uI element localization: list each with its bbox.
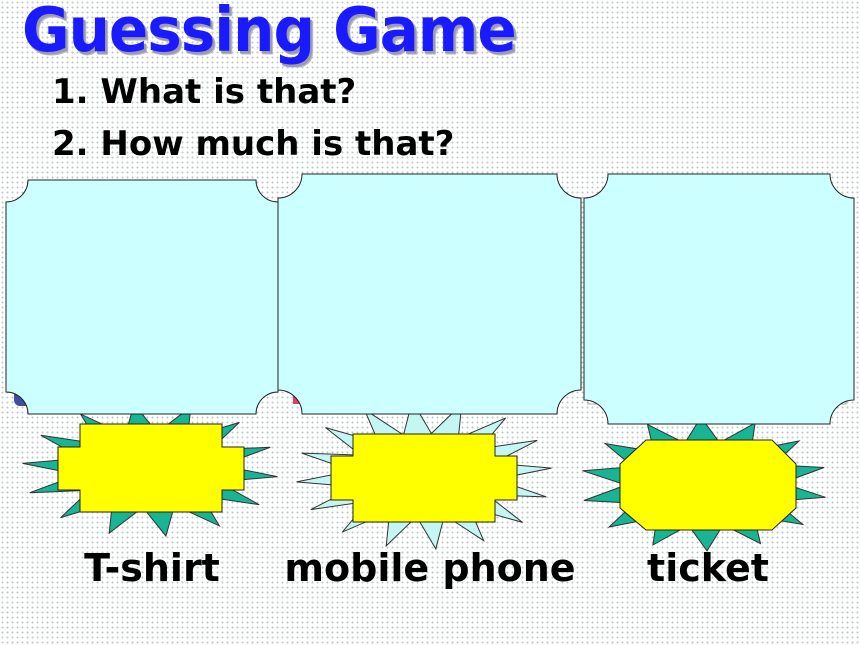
name-plaque-mobile-phone[interactable]: [330, 433, 518, 523]
cover-panel-2[interactable]: [277, 173, 582, 415]
item-label-ticket: ticket: [647, 546, 769, 590]
question-1: 1. What is that?: [52, 72, 357, 112]
page-title: Guessing Game: [22, 0, 517, 67]
cover-panel-1[interactable]: [5, 179, 279, 415]
item-label-mobile-phone: mobile phone: [284, 546, 576, 590]
name-plaque-ticket[interactable]: [619, 439, 797, 531]
name-plaque-tshirt[interactable]: [57, 423, 245, 513]
cover-panel-3[interactable]: [583, 173, 855, 425]
item-label-tshirt: T-shirt: [84, 546, 220, 590]
question-2: 2. How much is that?: [52, 124, 455, 164]
